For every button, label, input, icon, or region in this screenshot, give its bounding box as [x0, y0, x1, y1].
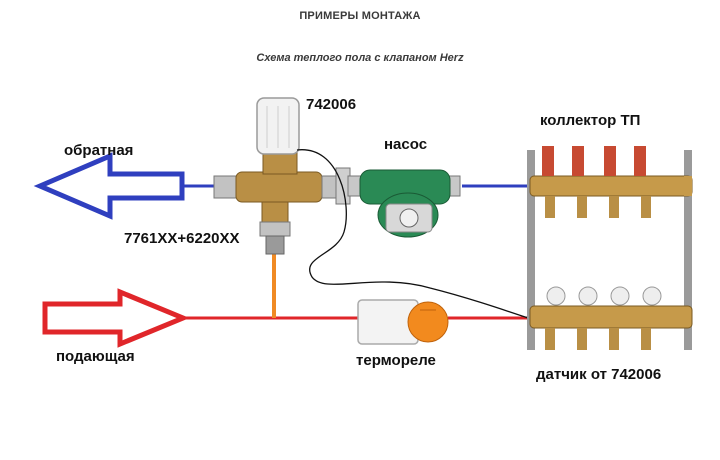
sensor-label: датчик от 742006 [536, 366, 662, 383]
return-arrow [33, 152, 185, 220]
manifold-label: коллектор ТП [540, 112, 641, 129]
supply-arrow [42, 288, 190, 348]
pump-label: насос [384, 136, 428, 153]
return-line-label: обратная [64, 142, 134, 159]
page-title: ПРИМЕРЫ МОНТАЖА [299, 10, 421, 22]
thermo-relay-label: термореле [356, 352, 436, 369]
thermostat-head-label: 742006 [306, 96, 357, 113]
valve-label: 7761XX+6220XX [124, 230, 240, 247]
capillary-wire [296, 149, 575, 323]
manifold-icon [527, 146, 693, 350]
diagram-subtitle: Схема теплого пола с клапаном Herz [256, 52, 464, 64]
three-way-valve [213, 151, 351, 255]
thermostat-head-icon [256, 97, 300, 155]
supply-line-label: подающая [56, 348, 135, 365]
pump-icon [347, 169, 461, 238]
thermo-relay-icon [357, 299, 449, 345]
